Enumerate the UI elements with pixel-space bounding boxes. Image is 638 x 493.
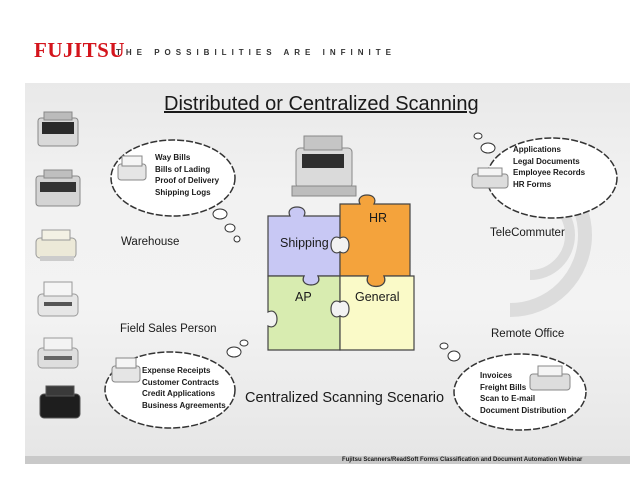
list-item: Credit Applications [142, 389, 216, 398]
scanner-icon [35, 229, 77, 261]
scanner-icon [37, 337, 79, 369]
scanner-icon [39, 385, 81, 419]
production-scanner-icon [291, 135, 357, 197]
fujitsu-logo: FUJITSU [34, 38, 126, 62]
warehouse-bubble [110, 139, 241, 243]
list-item: Legal Documents [513, 156, 580, 166]
list-item: Document Distribution [480, 405, 567, 415]
warehouse-label: Warehouse [121, 236, 180, 248]
field-sales-doc-list: Expense Receipts Customer Contracts Cred… [142, 365, 226, 411]
list-item: Freight Bills [480, 382, 527, 392]
list-item: Proof of Delivery [155, 176, 220, 185]
puzzle-label-hr: HR [369, 211, 388, 225]
puzzle-piece-ap [267, 275, 341, 351]
remote-office-bubble [439, 342, 587, 431]
telecommuter-bubble [471, 132, 618, 219]
telecommuter-doc-list: Applications Legal Documents Employee Re… [513, 144, 585, 190]
puzzle-label-shipping: Shipping [280, 236, 329, 250]
puzzle-piece-hr [339, 194, 411, 288]
scenario-caption: Centralized Scanning Scenario [245, 390, 445, 406]
puzzle-label-ap: AP [295, 290, 312, 304]
telecommuter-label: TeleCommuter [490, 227, 565, 239]
scanner-icon [529, 365, 571, 391]
scanner-icon [35, 169, 81, 207]
scanner-icon [117, 155, 147, 181]
list-item: Customer Contracts [142, 377, 219, 387]
scanner-icon [37, 111, 79, 147]
field-sales-label: Field Sales Person [120, 323, 217, 335]
footer-bar [25, 456, 630, 464]
list-item: Business Agreements [142, 400, 226, 410]
footer-text: Fujitsu Scanners/ReadSoft Forms Classifi… [342, 457, 583, 463]
scanner-icon [37, 281, 79, 317]
list-item: HR Forms [513, 179, 552, 189]
scanner-icon [471, 167, 509, 189]
field-sales-bubble [104, 339, 249, 429]
list-item: Applications [513, 145, 562, 154]
puzzle-piece-general [339, 275, 415, 351]
remote-office-label: Remote Office [491, 328, 565, 340]
remote-office-doc-list: Invoices Freight Bills Scan to E-mail Do… [480, 370, 566, 416]
scanner-icon [111, 357, 141, 383]
list-item: Scan to E-mail [480, 394, 536, 403]
list-item: Invoices [480, 371, 513, 380]
list-item: Way Bills [155, 153, 191, 162]
warehouse-doc-list: Way Bills Bills of Lading Proof of Deliv… [155, 152, 219, 198]
puzzle-diagram [267, 194, 415, 351]
list-item: Shipping Logs [155, 187, 211, 197]
scanner-column [35, 111, 81, 419]
puzzle-label-general: General [355, 290, 400, 304]
slide-title: Distributed or Centralized Scanning [164, 93, 479, 115]
list-item: Expense Receipts [142, 366, 211, 375]
list-item: Employee Records [513, 168, 586, 177]
tagline: THE POSSIBILITIES ARE INFINITE [116, 48, 396, 57]
list-item: Bills of Lading [155, 164, 211, 174]
